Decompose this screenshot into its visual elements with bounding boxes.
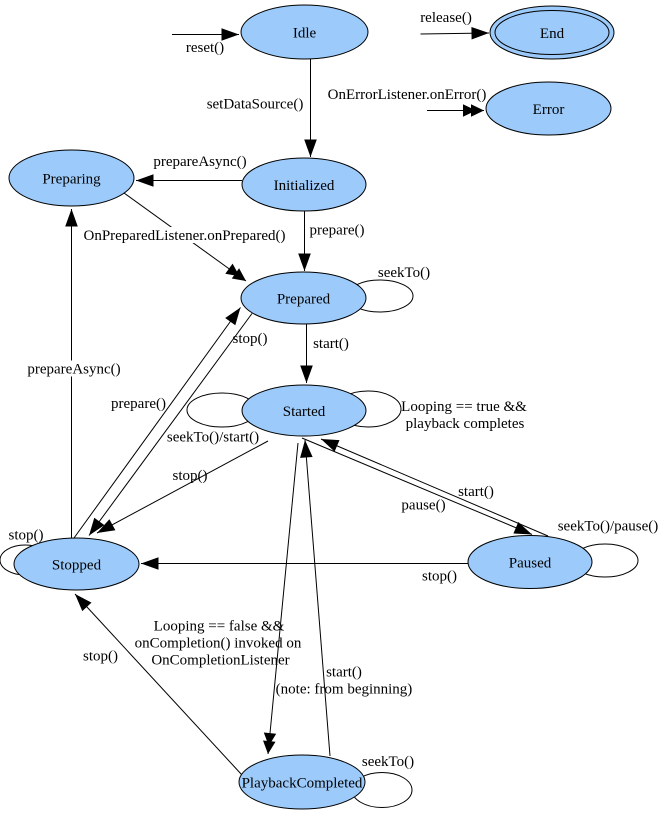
svg-text:seekTo(): seekTo()	[378, 265, 430, 281]
svg-text:OnErrorListener.onError(): OnErrorListener.onError()	[328, 87, 487, 103]
svg-text:stop(): stop()	[173, 468, 208, 484]
svg-text:start(): start()	[313, 336, 349, 352]
svg-text:stop(): stop()	[422, 569, 457, 585]
svg-text:onCompletion() invoked on: onCompletion() invoked on	[135, 636, 302, 652]
svg-text:(note: from beginning): (note: from beginning)	[276, 682, 413, 698]
svg-text:Paused: Paused	[509, 556, 552, 572]
svg-text:Idle: Idle	[293, 26, 317, 42]
svg-text:pause(): pause()	[401, 498, 445, 514]
svg-text:playback completes: playback completes	[406, 416, 525, 432]
svg-text:prepare(): prepare()	[310, 223, 365, 239]
svg-text:Initialized: Initialized	[274, 178, 335, 194]
svg-text:Looping == true &&: Looping == true &&	[401, 399, 527, 415]
svg-text:stop(): stop()	[83, 649, 118, 665]
svg-text:OnCompletionListener: OnCompletionListener	[151, 653, 289, 669]
svg-text:Looping == false &&: Looping == false &&	[154, 619, 285, 635]
svg-text:setDataSource(): setDataSource()	[207, 97, 304, 113]
svg-text:PlaybackCompleted: PlaybackCompleted	[242, 776, 363, 792]
svg-text:Stopped: Stopped	[52, 558, 102, 574]
svg-text:Error: Error	[533, 102, 565, 118]
svg-text:prepareAsync(): prepareAsync()	[153, 154, 246, 170]
svg-text:OnPreparedListener.onPrepared(: OnPreparedListener.onPrepared()	[83, 228, 285, 244]
svg-text:Started: Started	[283, 404, 326, 420]
svg-text:seekTo()/pause(): seekTo()/pause()	[558, 519, 659, 535]
svg-text:prepare(): prepare()	[111, 396, 166, 412]
svg-text:release(): release()	[420, 10, 472, 26]
svg-text:Preparing: Preparing	[42, 172, 101, 188]
svg-text:seekTo()/start(): seekTo()/start()	[167, 430, 259, 446]
svg-text:start(): start()	[458, 484, 494, 500]
svg-text:End: End	[540, 26, 565, 42]
svg-text:stop(): stop()	[233, 331, 268, 347]
svg-text:Prepared: Prepared	[277, 292, 331, 308]
svg-text:seekTo(): seekTo()	[362, 754, 414, 770]
svg-text:prepareAsync(): prepareAsync()	[27, 362, 120, 378]
svg-text:stop(): stop()	[9, 528, 44, 544]
svg-text:reset(): reset()	[186, 40, 224, 56]
svg-text:start(): start()	[326, 665, 362, 681]
